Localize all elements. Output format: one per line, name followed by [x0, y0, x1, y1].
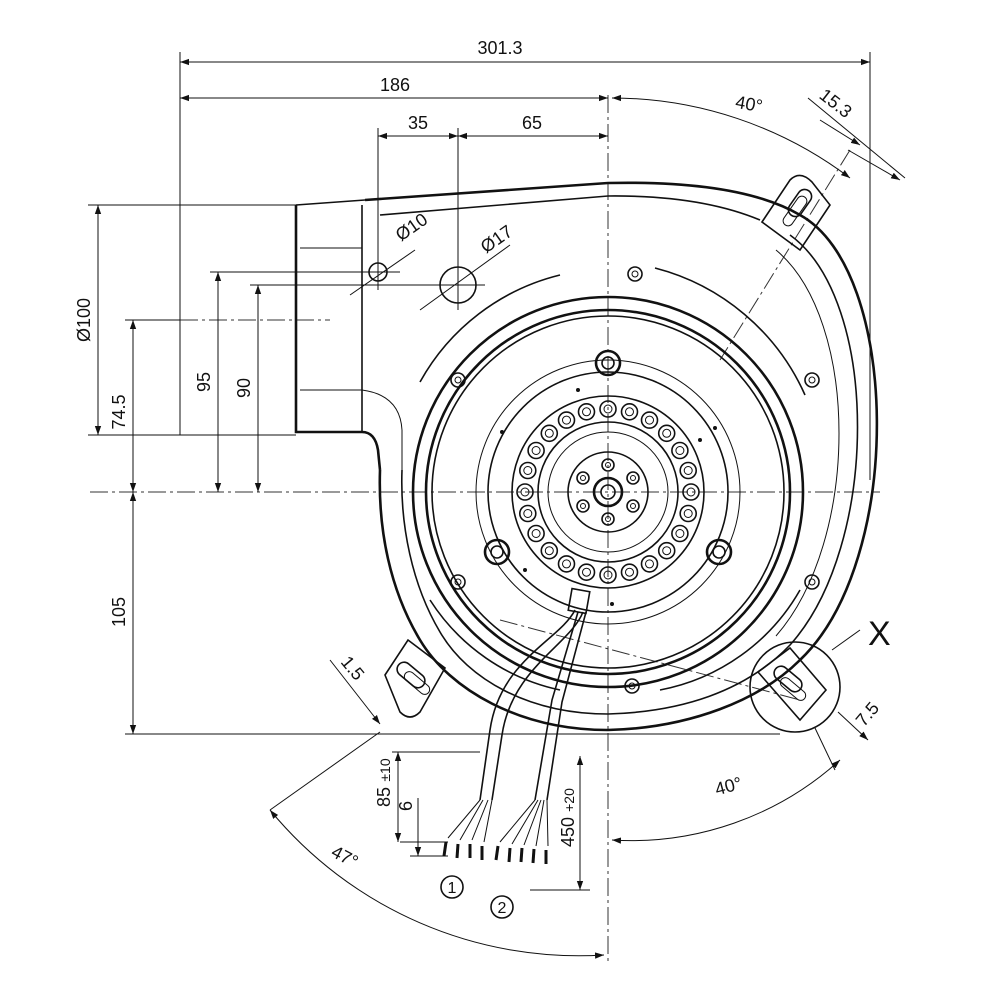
rotor-hole-inner	[520, 487, 530, 497]
dim-height-90: 90	[234, 378, 254, 398]
rotor-hole-inner	[683, 466, 693, 475]
rotor-hole-inner	[531, 529, 541, 538]
mounting-flange-left	[384, 638, 447, 718]
rotor-hole	[599, 566, 617, 584]
dim-hole-small: Ø10	[392, 209, 431, 245]
rotor-hole-inner	[544, 428, 554, 438]
rotor-hole	[671, 441, 689, 460]
dim-flange-right: 7.5	[852, 698, 883, 730]
callout-1-circle	[440, 875, 464, 899]
plate-dots	[500, 388, 717, 606]
rotor-hole	[679, 461, 698, 480]
callout-2-circle	[490, 895, 514, 919]
callouts: 1 2	[440, 875, 514, 919]
rotor-hole	[577, 402, 596, 421]
rotor-hole	[657, 424, 676, 443]
rotor-hole	[527, 524, 545, 543]
rotor-hole	[640, 555, 659, 573]
rotor-hole-inner	[603, 570, 613, 580]
dim-outlet-diameter: Ø100	[74, 298, 94, 342]
dim-cable-length: 450	[558, 817, 578, 847]
wire-ends	[442, 841, 548, 864]
rotor-hole	[518, 504, 537, 523]
rotor-hole-inner	[582, 407, 591, 417]
dimension-labels: 301.3 186 35 65 40° 15.3 Ø10 Ø17 Ø100 95…	[74, 38, 883, 872]
rotor-hole-inner	[531, 446, 541, 455]
rotor-hole	[682, 483, 700, 501]
dim-height-105: 105	[109, 597, 129, 627]
dim-angle-top: 40°	[734, 92, 764, 116]
rotor-hole	[527, 441, 545, 460]
rotor-hole-inner	[625, 407, 634, 417]
dim-flange-gap: 1.5	[337, 652, 368, 684]
dim-wire-end: 6	[396, 801, 416, 811]
rotor-hole-inner	[645, 559, 654, 569]
rotor-hole-inner	[544, 546, 554, 556]
rotor-hole-inner	[603, 404, 613, 414]
fan-housing	[294, 174, 879, 732]
rotor-hole	[557, 555, 576, 573]
dim-height-74-5: 74.5	[109, 394, 129, 429]
rotor-hole	[671, 524, 689, 543]
detail-leader	[831, 629, 861, 651]
motor-assembly	[411, 266, 820, 694]
dim-width-to-axis: 186	[380, 75, 410, 95]
rotor-hole	[518, 461, 537, 480]
rotor-hole-inner	[562, 559, 571, 569]
dim-outlet-offset: 35	[408, 113, 428, 133]
dim-hole-to-axis: 65	[522, 113, 542, 133]
detail-label: X	[868, 615, 891, 653]
rotor-hole	[599, 400, 617, 418]
rotor-hole-inner	[523, 466, 533, 475]
dim-flange-top: 15.3	[816, 85, 856, 122]
rotor-hole	[516, 483, 534, 501]
dim-wire-strip-tol: ±10	[377, 758, 393, 781]
rotor-hole-inner	[625, 567, 634, 577]
ring-screws	[450, 266, 820, 694]
rotor-hole	[540, 424, 559, 443]
detail-circle	[749, 641, 841, 733]
rotor-hole-inner	[686, 487, 696, 497]
dim-hole-large: Ø17	[477, 221, 516, 257]
hub-screws	[576, 458, 640, 526]
rotor-hole-inner	[683, 509, 693, 518]
rotor-hole-inner	[582, 567, 591, 577]
rotor-hole-inner	[523, 509, 533, 518]
callout-2: 2	[498, 900, 507, 917]
rotor-hole-inner	[675, 446, 685, 455]
rotor-hole	[640, 411, 659, 429]
rotor-hole	[620, 402, 639, 421]
dim-angle-left: 47°	[328, 841, 361, 871]
dim-overall-width: 301.3	[477, 38, 522, 58]
rotor-hole-inner	[662, 428, 672, 438]
rotor-hole	[620, 563, 639, 582]
rotor-hole	[540, 541, 559, 560]
rotor-hole-inner	[645, 415, 654, 425]
rotor-holes	[516, 400, 700, 584]
dim-cable-length-tol: +20	[561, 788, 577, 812]
rotor-hole	[679, 504, 698, 523]
rotor-hole-inner	[675, 529, 685, 538]
rotor-hole	[577, 563, 596, 582]
mounting-flange-right	[756, 646, 828, 722]
dimension-lines	[88, 52, 906, 959]
rotor-hole	[557, 411, 576, 429]
rotor-hole-inner	[662, 546, 672, 556]
callout-1: 1	[448, 880, 457, 897]
dim-height-95: 95	[194, 372, 214, 392]
dim-wire-strip: 85	[374, 787, 394, 807]
rotor-hole	[657, 541, 676, 560]
motor-screws	[483, 349, 733, 566]
rotor-hole-inner	[562, 415, 571, 425]
dim-angle-right: 40°	[713, 773, 744, 799]
